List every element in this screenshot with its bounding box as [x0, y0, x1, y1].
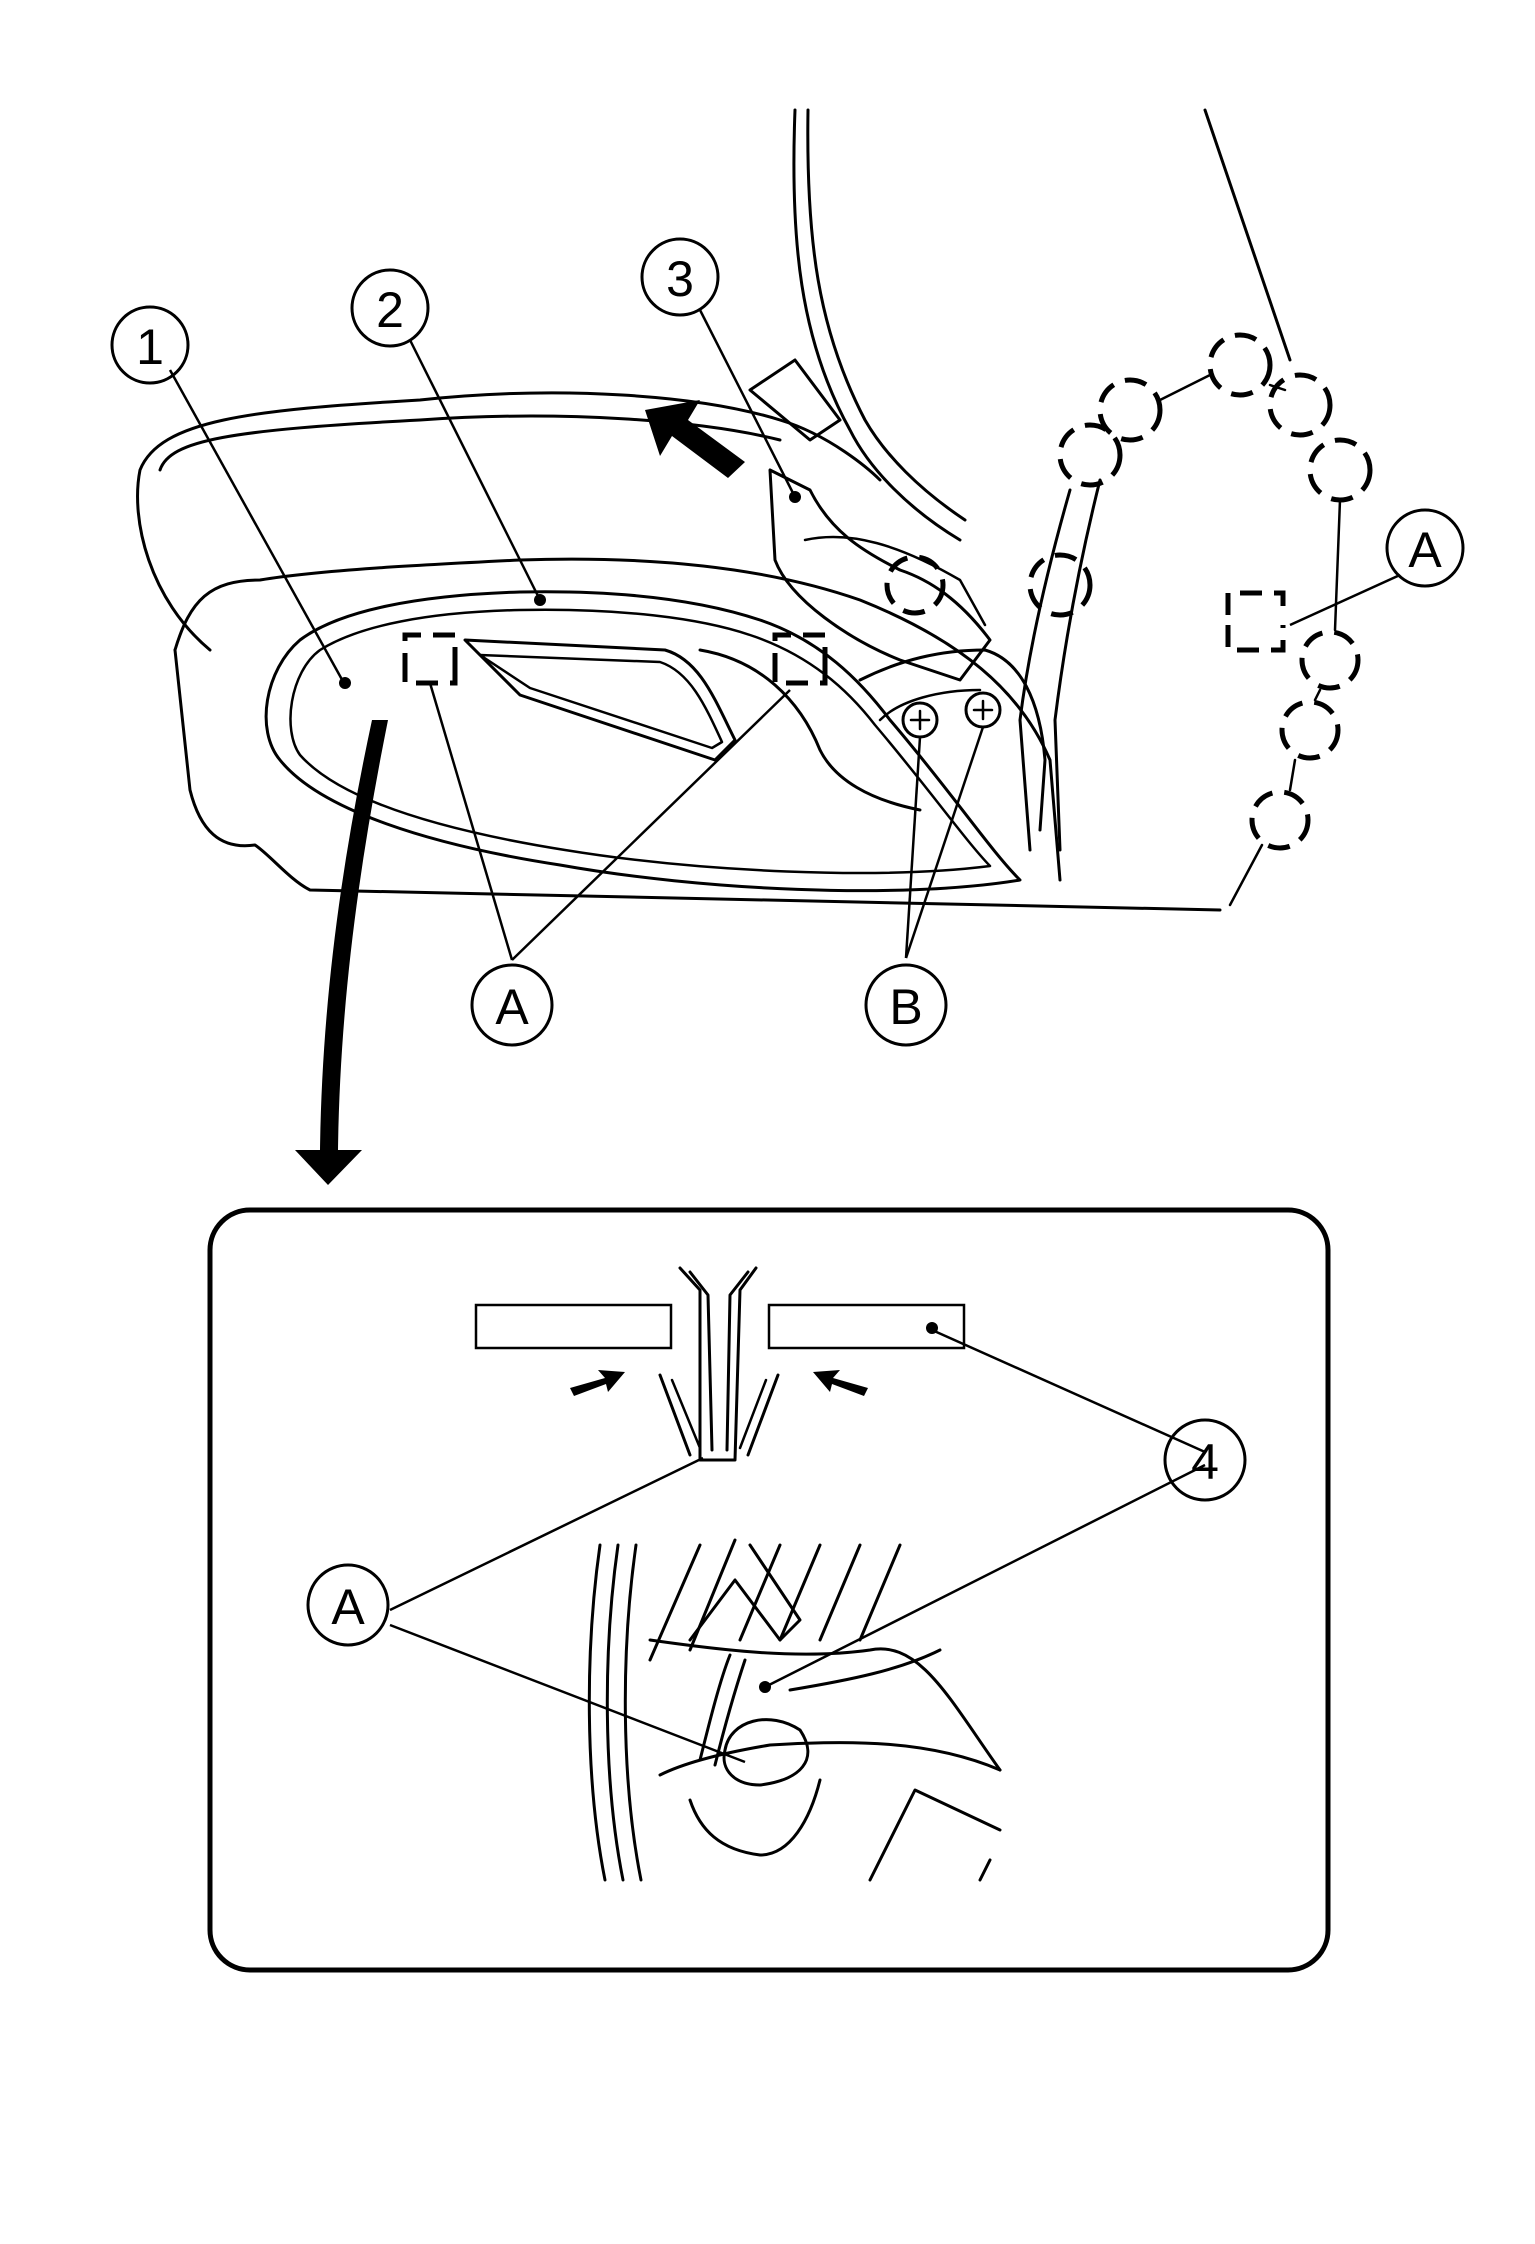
callout-1-label: 1 [136, 319, 164, 375]
callout-2: 2 [350, 268, 430, 348]
pawl-icon [884, 332, 1373, 907]
callout-2-label: 2 [376, 282, 404, 338]
inset-detail-panel [207, 1207, 1331, 1973]
callout-a-inset-label: A [331, 1579, 365, 1635]
callout-a-bottom-left-label: A [495, 979, 529, 1035]
callout-b: B [864, 963, 948, 1047]
callout-a-bottom-left: A [470, 963, 554, 1047]
callout-a-top-right: A [1385, 508, 1465, 588]
door-trim-illustration [136, 108, 1401, 1185]
callout-1: 1 [110, 305, 190, 385]
callout-a-top-right-label: A [1408, 522, 1442, 578]
zoom-arrow-icon [295, 720, 388, 1185]
direction-arrow-icon [645, 400, 745, 478]
callout-3-label: 3 [666, 251, 694, 307]
callout-3: 3 [640, 237, 720, 317]
callout-4-label: 4 [1191, 1434, 1219, 1490]
callout-4: 4 [1163, 1418, 1247, 1502]
callout-a-inset: A [306, 1563, 390, 1647]
callout-b-label: B [889, 979, 922, 1035]
